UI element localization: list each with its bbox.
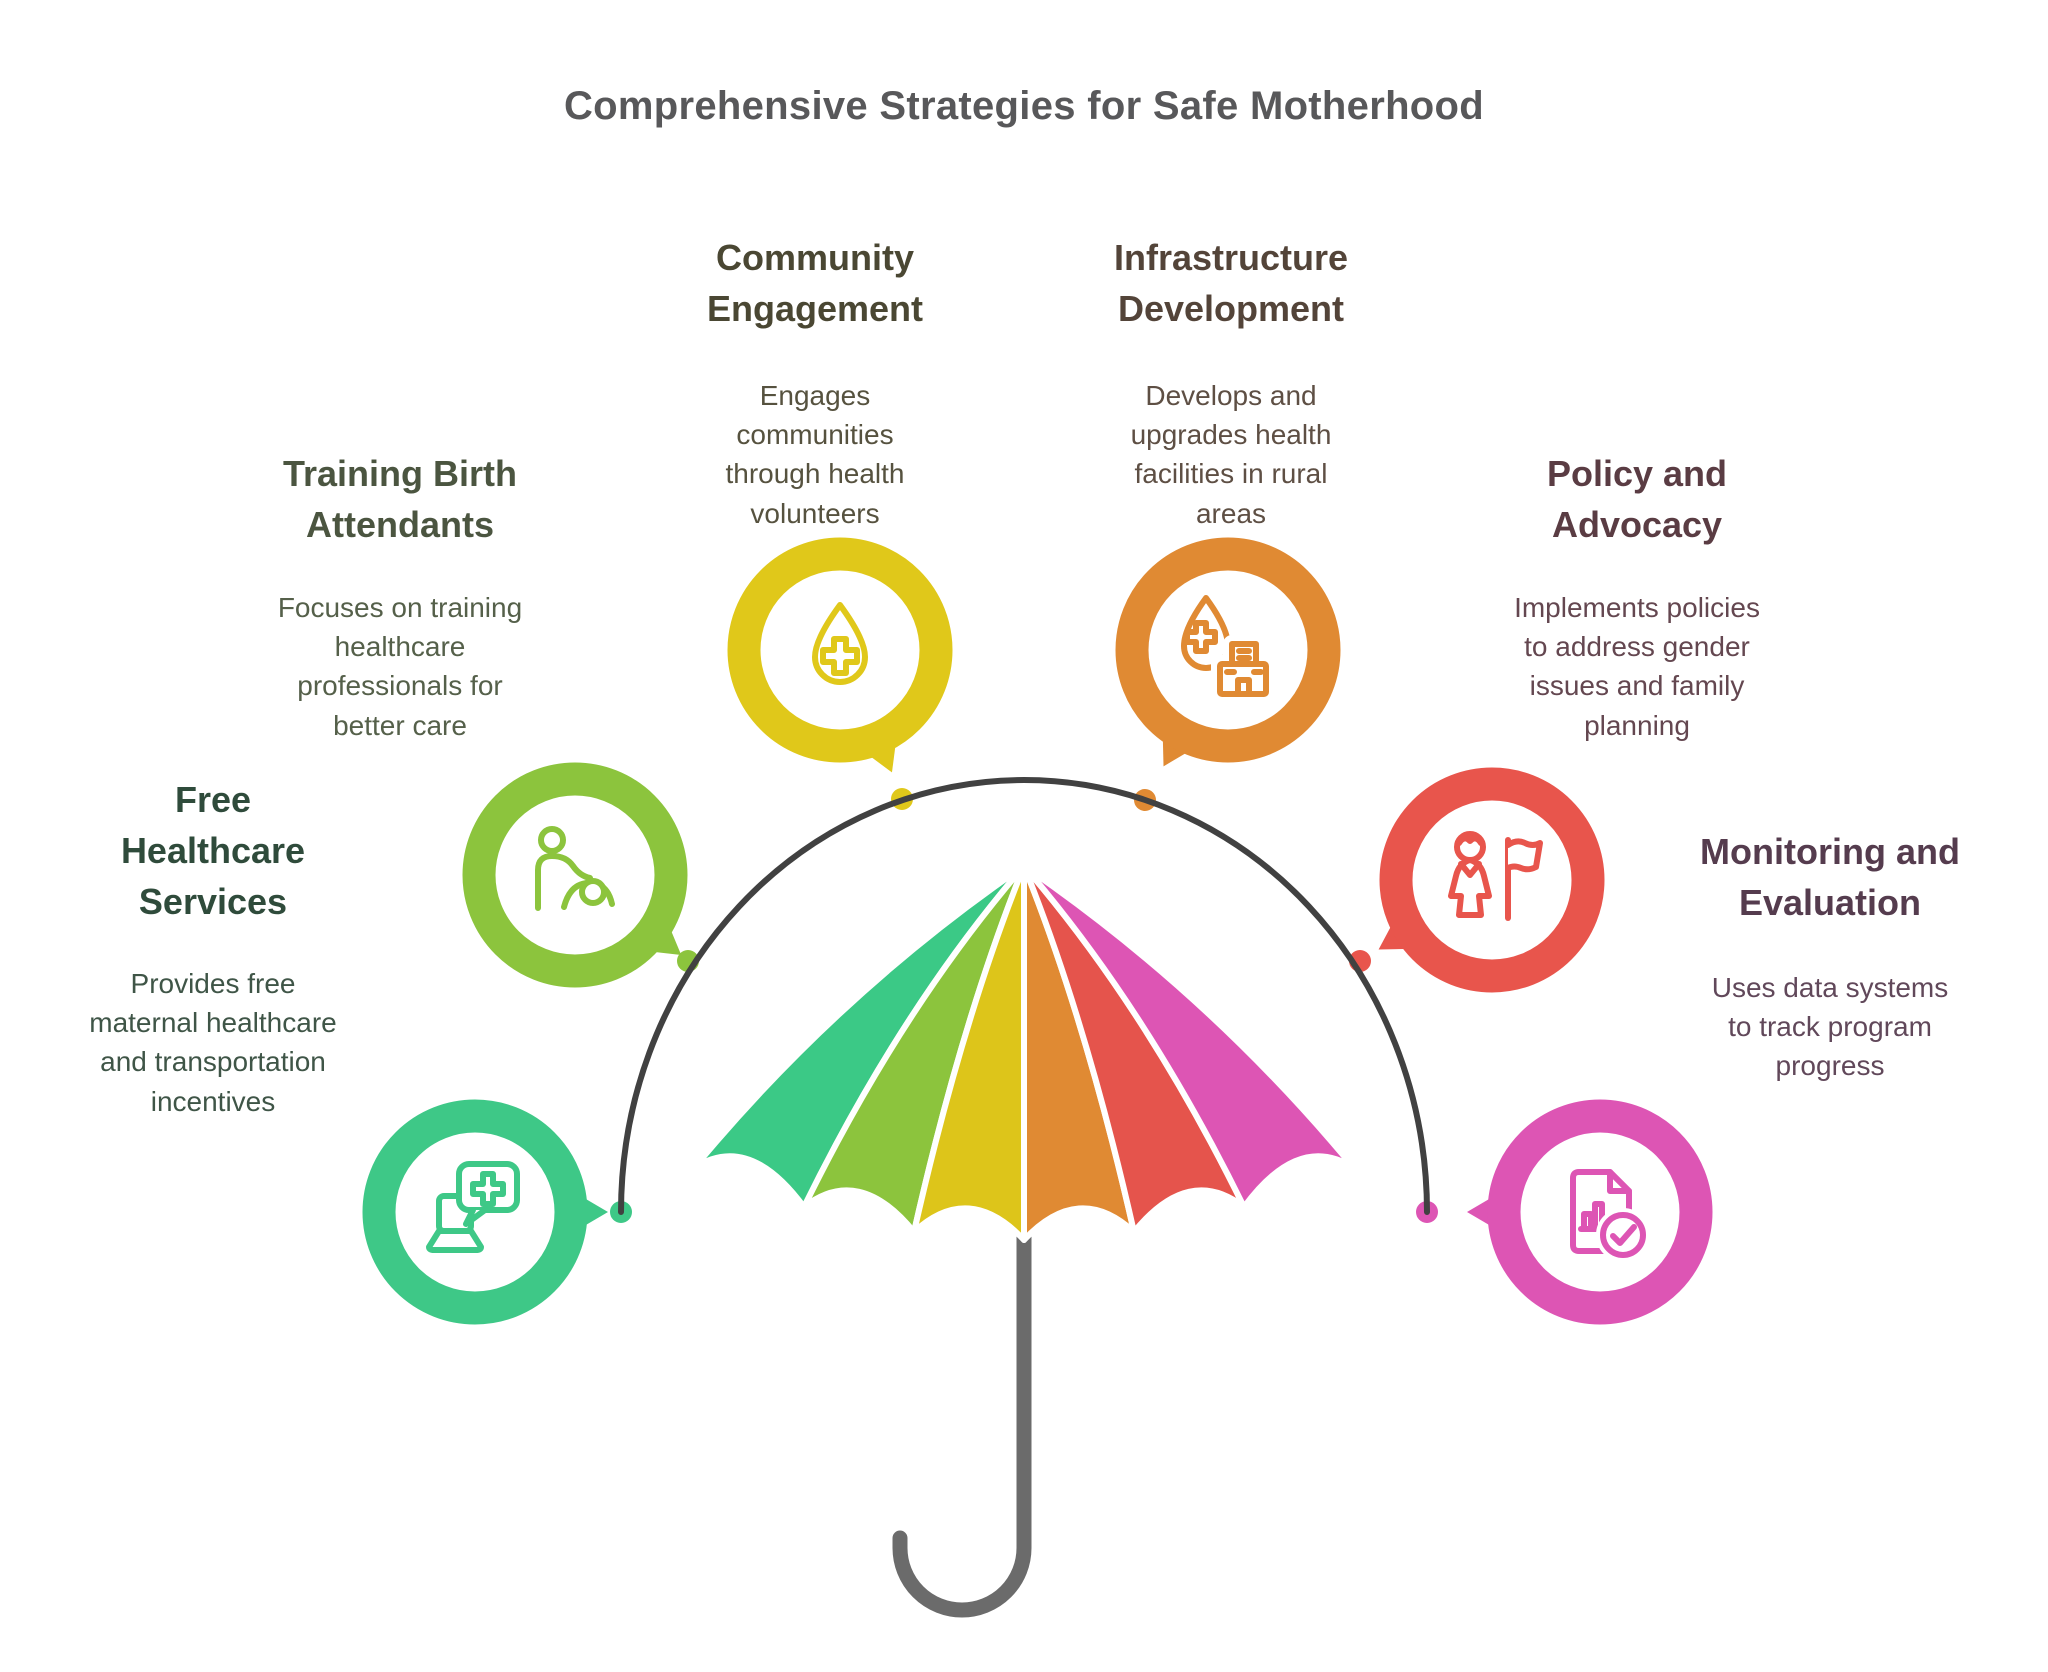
node-heading: Training Birth Attendants	[283, 453, 517, 546]
badge-ring	[462, 762, 688, 988]
page-title: Comprehensive Strategies for Safe Mother…	[563, 84, 1485, 128]
node-community-body: Engages communities through health volun…	[655, 358, 975, 551]
node-infrastructure-body: Develops and upgrades health facilities …	[1071, 358, 1391, 551]
node-heading: Monitoring and Evaluation	[1700, 831, 1960, 924]
node-training-birth-body: Focuses on training healthcare professio…	[220, 570, 580, 763]
badge-free-healthcare	[362, 1099, 608, 1325]
umbrella-handle	[892, 1222, 1032, 1618]
badge-training-birth	[462, 762, 688, 988]
node-policy-text: Policy and Advocacy	[1457, 430, 1817, 568]
node-community-text: Community Engagement	[655, 214, 975, 352]
umbrella-panel-pink	[1021, 863, 1357, 1210]
badge-ring	[1379, 767, 1605, 993]
node-training-birth-text: Training Birth Attendants	[220, 430, 580, 568]
node-body: Develops and upgrades health facilities …	[1130, 380, 1332, 529]
droplet-cross-icon	[812, 602, 868, 685]
node-heading: Policy and Advocacy	[1546, 453, 1728, 546]
node-policy-body: Implements policies to address gender is…	[1457, 570, 1817, 763]
badge-community	[727, 537, 953, 773]
node-infrastructure-text: Infrastructure Development	[1071, 214, 1391, 352]
node-heading: Free Healthcare Services	[120, 779, 306, 923]
badge-monitoring	[1467, 1099, 1713, 1325]
node-body: Focuses on training healthcare professio…	[277, 592, 523, 741]
report-check-icon	[1570, 1169, 1650, 1262]
caregiver-icon	[535, 826, 615, 911]
badge-ring	[727, 537, 953, 763]
node-body: Implements policies to address gender is…	[1514, 592, 1760, 741]
clinic-building-icon	[1181, 595, 1275, 703]
umbrella-canopy	[691, 863, 1357, 1243]
arc-dots	[610, 788, 1438, 1223]
node-monitoring-text: Monitoring and Evaluation	[1650, 808, 2010, 946]
badge-infrastructure	[1115, 537, 1341, 767]
connector-arc	[618, 777, 1430, 1215]
node-free-healthcare-text: Free Healthcare Services	[43, 756, 383, 945]
node-free-healthcare-body: Provides free maternal healthcare and tr…	[43, 946, 383, 1139]
woman-flag-icon	[1448, 831, 1543, 921]
node-heading: Community Engagement	[706, 237, 924, 330]
node-heading: Infrastructure Development	[1113, 237, 1349, 330]
badge-policy	[1378, 767, 1605, 993]
telehealth-laptop-icon	[426, 1161, 520, 1253]
node-body: Provides free maternal healthcare and tr…	[89, 968, 337, 1117]
node-body: Uses data systems to track program progr…	[1711, 972, 1949, 1082]
node-body: Engages communities through health volun…	[725, 380, 905, 529]
node-monitoring-body: Uses data systems to track program progr…	[1650, 950, 2010, 1104]
